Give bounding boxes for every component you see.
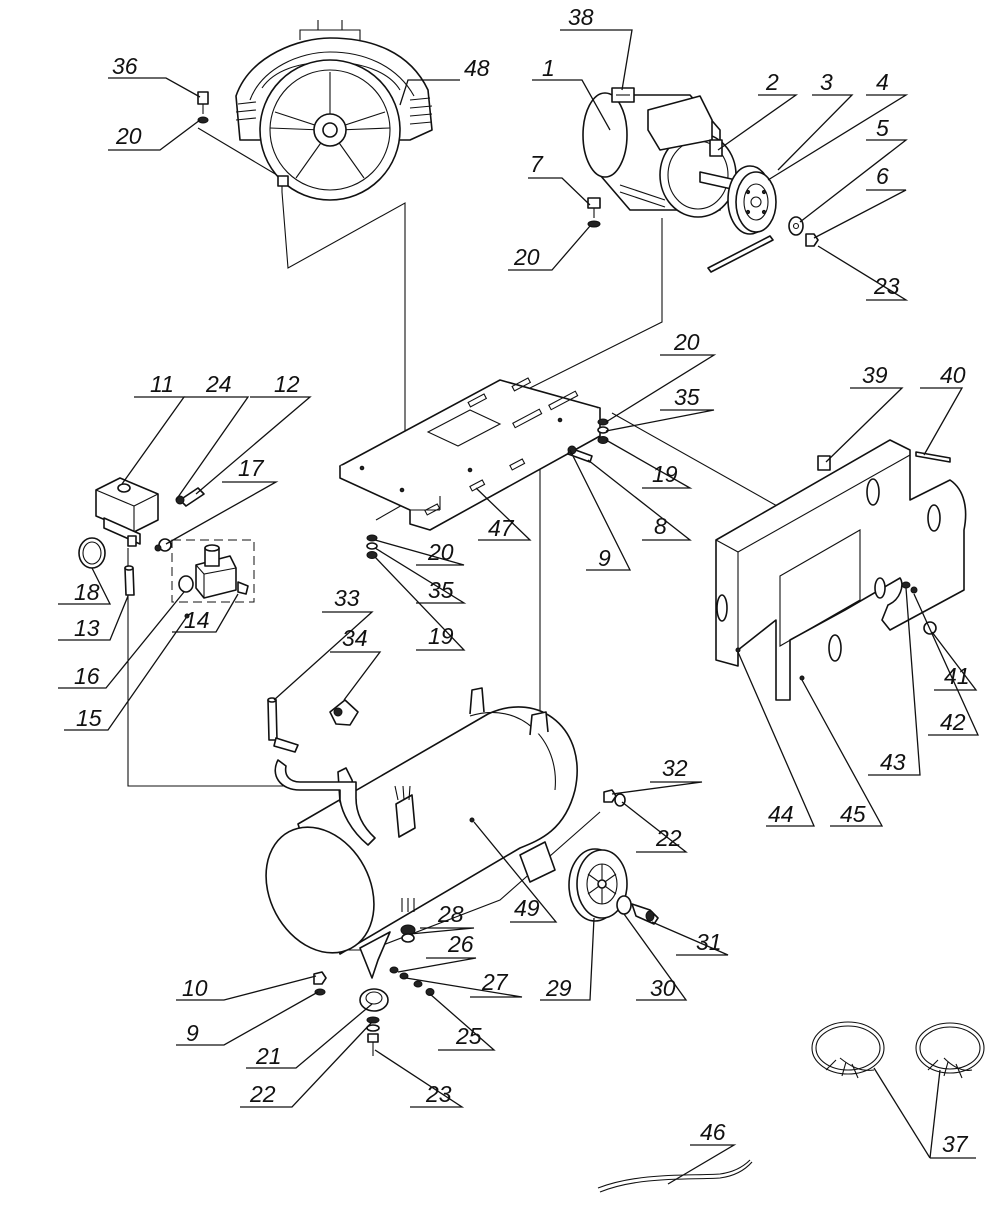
pressure-switch <box>95 477 159 547</box>
wheel-axle-bolt <box>631 903 659 925</box>
callout-29: 29 <box>545 975 572 1001</box>
belt-guard-bracket <box>915 451 951 463</box>
callout-31: 31 <box>696 929 722 955</box>
callout-22-wheel: 22 <box>655 825 682 851</box>
belt-guard <box>715 439 967 701</box>
callout-2: 2 <box>765 69 779 95</box>
callout-32: 32 <box>662 755 688 781</box>
pulley-bolt <box>805 233 819 247</box>
callout-39: 39 <box>862 362 888 388</box>
callout-3: 3 <box>820 69 833 95</box>
cable <box>597 1159 753 1193</box>
callout-37: 37 <box>942 1131 969 1157</box>
callout-5: 5 <box>876 115 889 141</box>
unloader-valve <box>124 565 135 596</box>
callout-36: 36 <box>112 53 138 79</box>
callout-43: 43 <box>880 749 906 775</box>
callout-12: 12 <box>274 371 300 397</box>
callout-23-foot: 23 <box>425 1081 452 1107</box>
callout-7: 7 <box>530 151 544 177</box>
callout-9-foot: 9 <box>186 1020 199 1046</box>
callout-35-right: 35 <box>674 384 700 410</box>
foot-nut <box>313 971 327 996</box>
pump <box>235 20 433 201</box>
callout-21: 21 <box>255 1043 282 1069</box>
callout-9-plate: 9 <box>598 545 611 571</box>
check-valve-fittings <box>154 487 205 552</box>
callout-15: 15 <box>76 705 102 731</box>
wheel-washer <box>616 895 632 915</box>
callout-26: 26 <box>447 931 474 957</box>
callout-17: 17 <box>238 455 265 481</box>
callout-24: 24 <box>205 371 232 397</box>
manifold-block <box>171 539 255 619</box>
callout-19-right: 19 <box>652 461 678 487</box>
callout-42: 42 <box>940 709 966 735</box>
tee-fitting <box>329 699 411 801</box>
pulley-washer <box>788 216 804 236</box>
belt-guard-vents <box>716 478 941 662</box>
leader-lines <box>58 29 980 1185</box>
callout-49: 49 <box>514 895 540 921</box>
callout-48: 48 <box>464 55 490 81</box>
motor-bolt <box>587 197 601 228</box>
tank <box>265 687 578 979</box>
wheel-nut <box>603 789 626 807</box>
callout-25: 25 <box>455 1023 482 1049</box>
callout-4: 4 <box>876 69 889 95</box>
belt <box>707 235 774 273</box>
foot-washers-bolt <box>366 1016 380 1056</box>
callout-10: 10 <box>182 975 208 1001</box>
base-plate-hardware-left <box>366 534 378 559</box>
callout-46: 46 <box>700 1119 726 1145</box>
callout-28: 28 <box>437 901 464 927</box>
callout-38: 38 <box>568 4 594 30</box>
callout-19-left: 19 <box>428 623 454 649</box>
callout-13: 13 <box>74 615 100 641</box>
callout-23-pulley: 23 <box>873 273 900 299</box>
pressure-gauge <box>78 537 106 569</box>
callout-22-foot: 22 <box>249 1081 276 1107</box>
callout-6: 6 <box>876 163 889 189</box>
wheel <box>568 848 628 922</box>
callout-41: 41 <box>944 663 970 689</box>
callout-30: 30 <box>650 975 676 1001</box>
callout-20-plate-left: 20 <box>427 539 454 565</box>
callout-11: 11 <box>150 371 174 397</box>
base-plate <box>339 377 601 531</box>
drain-valve <box>400 898 416 943</box>
pump-bolt <box>197 91 209 124</box>
callout-33: 33 <box>334 585 360 611</box>
callout-20-pump: 20 <box>115 123 142 149</box>
pulley <box>727 165 777 235</box>
motor <box>582 87 746 218</box>
callout-14: 14 <box>184 607 210 633</box>
tank-drain-hardware <box>389 966 435 996</box>
safety-valve <box>267 697 299 753</box>
callout-8: 8 <box>654 513 667 539</box>
callout-45: 45 <box>840 801 866 827</box>
hose-coils <box>811 1021 985 1079</box>
foot <box>359 988 389 1012</box>
callout-47: 47 <box>488 515 515 541</box>
callout-44: 44 <box>768 801 794 827</box>
callout-40: 40 <box>940 362 966 388</box>
callout-35-left: 35 <box>428 577 454 603</box>
callout-16: 16 <box>74 663 100 689</box>
pump-cylinder-fins <box>235 97 433 125</box>
callout-numbers: 38 36 20 48 1 2 3 4 5 6 23 7 20 20 35 19… <box>74 4 970 1157</box>
base-plate-hardware-right <box>567 418 609 463</box>
callout-20-plate-right: 20 <box>673 329 700 355</box>
tank-outlet-pipe <box>274 759 376 846</box>
callout-20-motor: 20 <box>513 244 540 270</box>
callout-1: 1 <box>542 55 555 81</box>
callout-34: 34 <box>342 625 368 651</box>
callout-18: 18 <box>74 579 100 605</box>
callout-27: 27 <box>481 969 509 995</box>
